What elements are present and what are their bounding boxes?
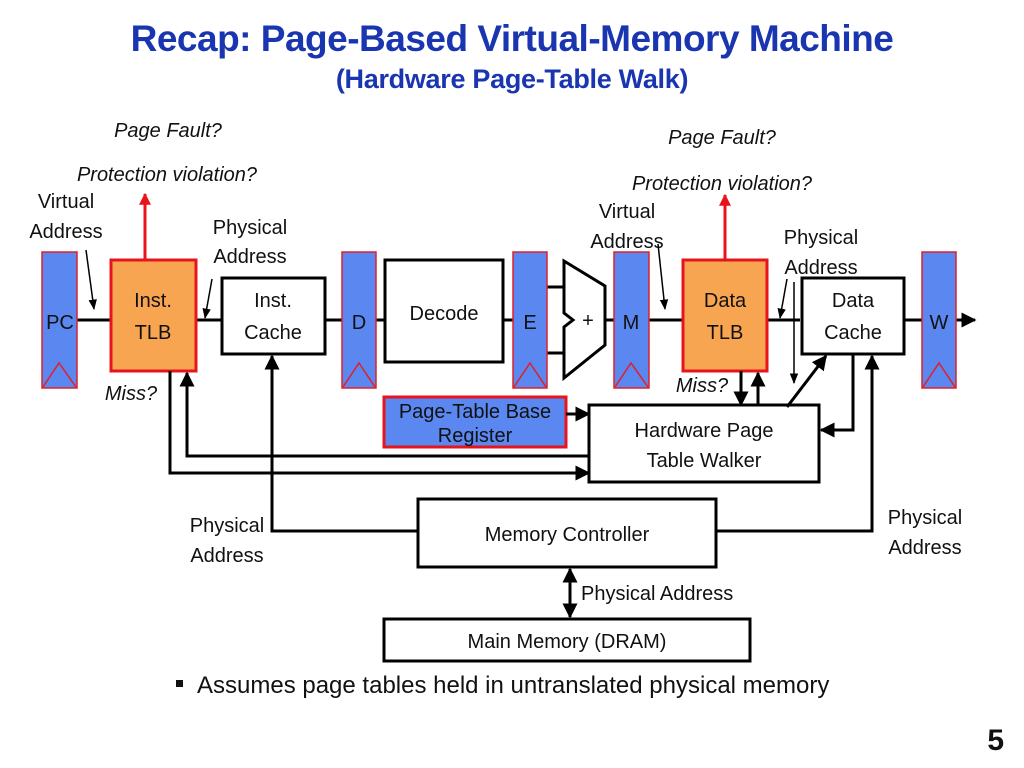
data-protection-label: Protection violation?	[632, 173, 813, 195]
svg-text:Page-Table Base: Page-Table Base	[399, 401, 551, 423]
alu-adder: +	[562, 258, 607, 382]
data-virtual-label: Virtual	[599, 201, 655, 223]
data-address-label: Address	[590, 231, 663, 253]
svg-text:Table Walker: Table Walker	[647, 450, 762, 472]
page-number: 5	[987, 724, 1004, 757]
svg-text:Cache: Cache	[244, 322, 302, 344]
register-pc: PC	[41, 251, 78, 389]
svg-text:Register: Register	[438, 425, 513, 447]
data-miss-label: Miss?	[676, 375, 729, 397]
right-address-label: Address	[888, 537, 961, 559]
bullet-text: Assumes page tables held in untranslated…	[197, 672, 830, 699]
svg-text:Cache: Cache	[824, 322, 882, 344]
register-label: PC	[46, 312, 74, 334]
register-w: W	[921, 251, 957, 389]
inst-physical-label: Physical	[213, 217, 287, 239]
register-e: E	[512, 251, 548, 389]
svg-text:Inst.: Inst.	[134, 290, 172, 312]
register-m: M	[613, 251, 650, 389]
svg-text:TLB: TLB	[707, 322, 744, 344]
data-cache-block: Data Cache	[800, 276, 906, 356]
inst-page-fault-label: Page Fault?	[114, 120, 223, 142]
clock-icon	[513, 361, 547, 388]
svg-text:TLB: TLB	[135, 322, 172, 344]
main-memory-dram: Main Memory (DRAM)	[382, 617, 752, 663]
slide-title: Recap: Page-Based Virtual-Memory Machine	[130, 18, 894, 59]
register-label: D	[352, 312, 366, 334]
svg-text:Decode: Decode	[410, 303, 479, 325]
left-physical-label: Physical	[190, 515, 264, 537]
virtual-address-pointer-2	[657, 243, 669, 311]
bullet-icon	[176, 680, 183, 688]
right-physical-label: Physical	[888, 507, 962, 529]
slide-subtitle: (Hardware Page-Table Walk)	[335, 64, 689, 94]
register-label: E	[523, 312, 536, 334]
page-table-base-register: Page-Table Base Register	[382, 395, 568, 449]
hardware-page-table-walker: Hardware Page Table Walker	[587, 403, 821, 484]
inst-miss-label: Miss?	[105, 383, 158, 405]
inst-address-label-2: Address	[213, 246, 286, 268]
dram-physical-address-label: Physical Address	[581, 583, 733, 605]
memory-controller: Memory Controller	[416, 497, 718, 569]
inst-cache-block: Inst. Cache	[220, 276, 327, 356]
inst-address-label: Address	[29, 221, 102, 243]
data-tlb-block: Data TLB	[681, 258, 769, 373]
register-label: M	[623, 312, 640, 334]
physical-address-pointer	[202, 278, 213, 320]
register-label: W	[930, 312, 949, 334]
clock-icon	[922, 361, 956, 388]
walker-wires	[168, 354, 880, 619]
clock-icon	[342, 361, 376, 388]
svg-text:Data: Data	[704, 290, 747, 312]
data-address-label-2: Address	[784, 257, 857, 279]
inst-tlb-block: Inst. TLB	[109, 258, 198, 373]
clock-icon	[42, 361, 77, 388]
data-page-fault-label: Page Fault?	[668, 127, 777, 149]
register-d: D	[341, 251, 377, 389]
svg-text:Main Memory (DRAM): Main Memory (DRAM)	[468, 631, 667, 653]
inst-virtual-label: Virtual	[38, 191, 94, 213]
svg-text:+: +	[582, 310, 594, 332]
svg-text:Data: Data	[832, 290, 875, 312]
svg-text:Hardware Page: Hardware Page	[635, 420, 774, 442]
inst-protection-label: Protection violation?	[77, 164, 258, 186]
decode-block: Decode	[383, 258, 505, 364]
virtual-address-pointer	[85, 249, 97, 311]
data-physical-label: Physical	[784, 227, 858, 249]
svg-text:Memory Controller: Memory Controller	[485, 524, 650, 546]
svg-text:Inst.: Inst.	[254, 290, 292, 312]
left-address-label: Address	[190, 545, 263, 567]
physical-address-pointer-2	[777, 278, 788, 320]
clock-icon	[614, 361, 649, 388]
bullet-point: Assumes page tables held in untranslated…	[176, 672, 829, 700]
